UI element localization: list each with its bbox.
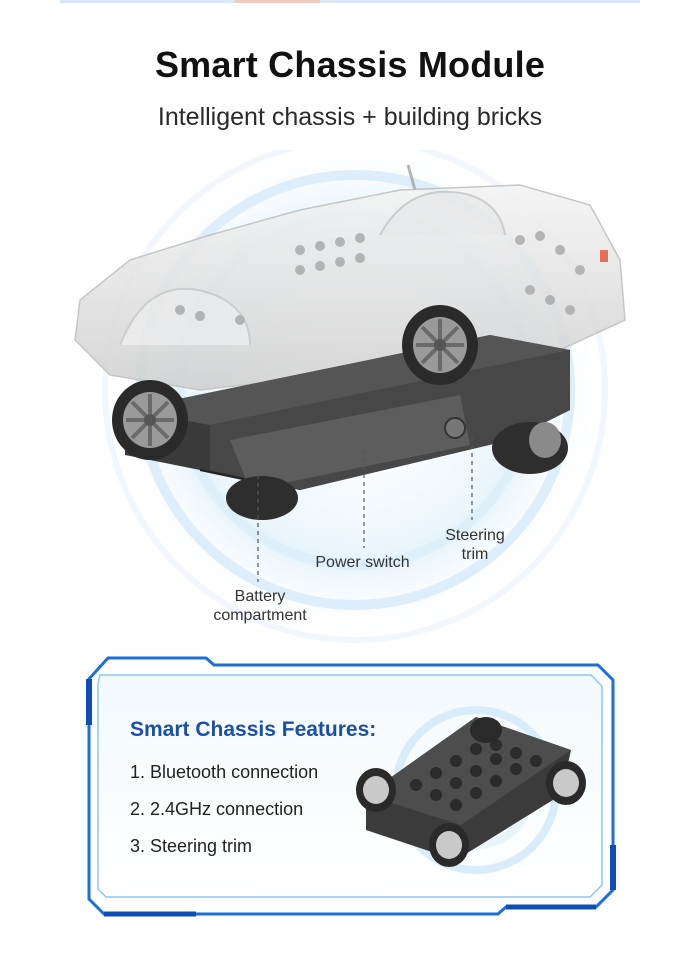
wheel-front-left bbox=[112, 380, 188, 460]
steering-trim-label: Steering trim bbox=[445, 527, 505, 563]
top-strip-accent bbox=[235, 0, 320, 3]
mini-chassis-icon bbox=[356, 717, 586, 867]
features-title: Smart Chassis Features: bbox=[130, 718, 377, 741]
wheel-rear-right bbox=[492, 422, 568, 474]
car-chassis-illustration bbox=[74, 150, 626, 643]
page-subtitle: Intelligent chassis + building bricks bbox=[157, 103, 543, 131]
feature-item: 3. Steering trim bbox=[130, 836, 253, 856]
wheel-front-right bbox=[402, 305, 478, 385]
page-title: Smart Chassis Module bbox=[154, 44, 546, 85]
feature-item: 1. Bluetooth connection bbox=[130, 762, 319, 782]
wheel-rear-left bbox=[226, 476, 298, 520]
callout-lines bbox=[257, 437, 473, 582]
features-panel-frame bbox=[86, 656, 616, 917]
feature-item: 2. 2.4GHz connection bbox=[130, 799, 304, 819]
top-strip bbox=[60, 0, 640, 3]
power-switch-label: Power switch bbox=[315, 554, 410, 571]
battery-compartment-label: Battery compartment bbox=[213, 588, 307, 624]
